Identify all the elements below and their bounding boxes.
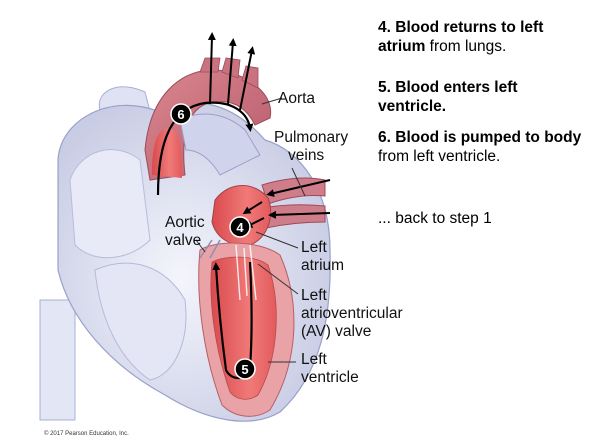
back-to-step-1: ... back to step 1 [378,210,492,227]
pulmonary-veins-lower [261,204,326,229]
step-badge-5: 5 [234,358,256,380]
flow-arrow-up-1 [207,32,216,105]
step-6-text: 6. Blood is pumped to body from left ven… [378,128,588,166]
label-left-ventricle-line1: Left [301,351,327,368]
left-ventricle-chamber [210,256,277,400]
flow-arrow-in-2 [268,210,331,219]
step-6-bold: Blood is pumped to body [395,129,582,146]
step-4-bold: Blood returns to left atrium [378,19,544,55]
leader-pulmonary-veins [291,167,306,197]
label-left-atrium: Left atrium [301,239,344,275]
label-left-ventricle: Left ventricle [301,351,359,387]
label-pulmonary-veins-line2: veins [288,147,325,164]
label-pulmonary-veins: Pulmonary veins [274,129,348,165]
step-badge-6: 6 [170,103,192,125]
flow-arrow-atrium-2 [244,217,265,228]
flow-line-aorta [156,101,254,196]
label-left-atrium-line2: atrium [301,257,345,274]
leader-aorta [261,97,283,105]
step-6-rest: from left ventricle. [378,148,501,165]
step-4-number: 4. [378,19,391,36]
pulmonary-trunk [179,113,261,176]
step-badge-6-text: 6 [177,107,184,122]
aortic-valve-leaflets [199,239,221,259]
label-aortic-valve-line2: valve [165,232,202,249]
step-5-text: 5. Blood enters left ventricle. [378,78,588,116]
inferior-vena-cava [39,299,76,421]
label-av-valve-line3: (AV) valve [301,323,372,340]
step-4-text: 4. Blood returns to left atrium from lun… [378,18,588,56]
right-ventricle [94,262,187,381]
leader-av-valve [257,263,299,295]
aortic-branches [199,57,259,89]
step-4-rest: from lungs. [425,38,507,55]
label-aorta: Aorta [278,90,316,107]
leader-aortic-valve [195,239,206,253]
step-badge-4-text: 4 [236,220,244,235]
label-aortic-valve: Aortic valve [165,214,205,250]
copyright-notice: © 2017 Pearson Education, Inc. [44,431,129,437]
flow-arrow-up-3 [239,46,256,111]
label-av-valve-line2: atrioventricular [301,305,403,322]
leader-left-atrium [255,231,299,249]
step-6-number: 6. [378,129,391,146]
left-atrium [211,185,272,247]
label-av-valve: Left atrioventricular (AV) valve [301,287,403,341]
label-av-valve-line1: Left [301,287,327,304]
label-pulmonary-veins-line1: Pulmonary [274,129,349,146]
label-left-ventricle-line2: ventricle [301,369,359,386]
flow-arrow-in-1 [266,179,331,197]
av-valve-leaflets [235,244,257,301]
right-atrium [69,149,151,259]
step-5-bold: Blood enters left ventricle. [378,79,518,115]
step-badge-5-text: 5 [241,362,248,377]
step-badge-4: 4 [229,216,251,238]
step-5-number: 5. [378,79,391,96]
flow-arrow-up-2 [227,38,237,105]
label-aortic-valve-line1: Aortic [165,214,205,231]
label-left-atrium-line1: Left [301,239,327,256]
flow-arrow-atrium-1 [242,201,263,215]
